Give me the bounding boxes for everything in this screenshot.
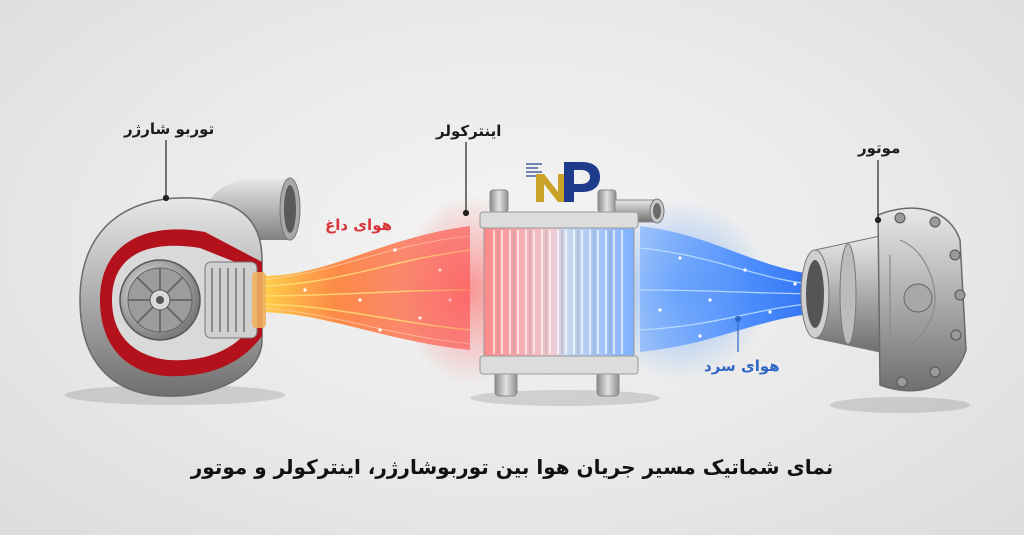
diagram-caption: نمای شماتیک مسیر جریان هوا بین توربوشارژ…	[190, 455, 834, 479]
logo-icon	[526, 162, 600, 202]
engine-intake-icon	[800, 207, 970, 413]
turbocharger-label: توربو شارژر	[124, 120, 215, 138]
intercooler-icon	[400, 189, 665, 406]
turbocharger-icon	[65, 177, 301, 405]
intercooler-label: اینترکولر	[436, 122, 502, 140]
engine-label: موتور	[858, 139, 901, 157]
hot-air-label: هوای داغ	[325, 216, 393, 234]
leader-lines	[162, 140, 882, 352]
cold-air-label: هوای سرد	[704, 357, 780, 375]
